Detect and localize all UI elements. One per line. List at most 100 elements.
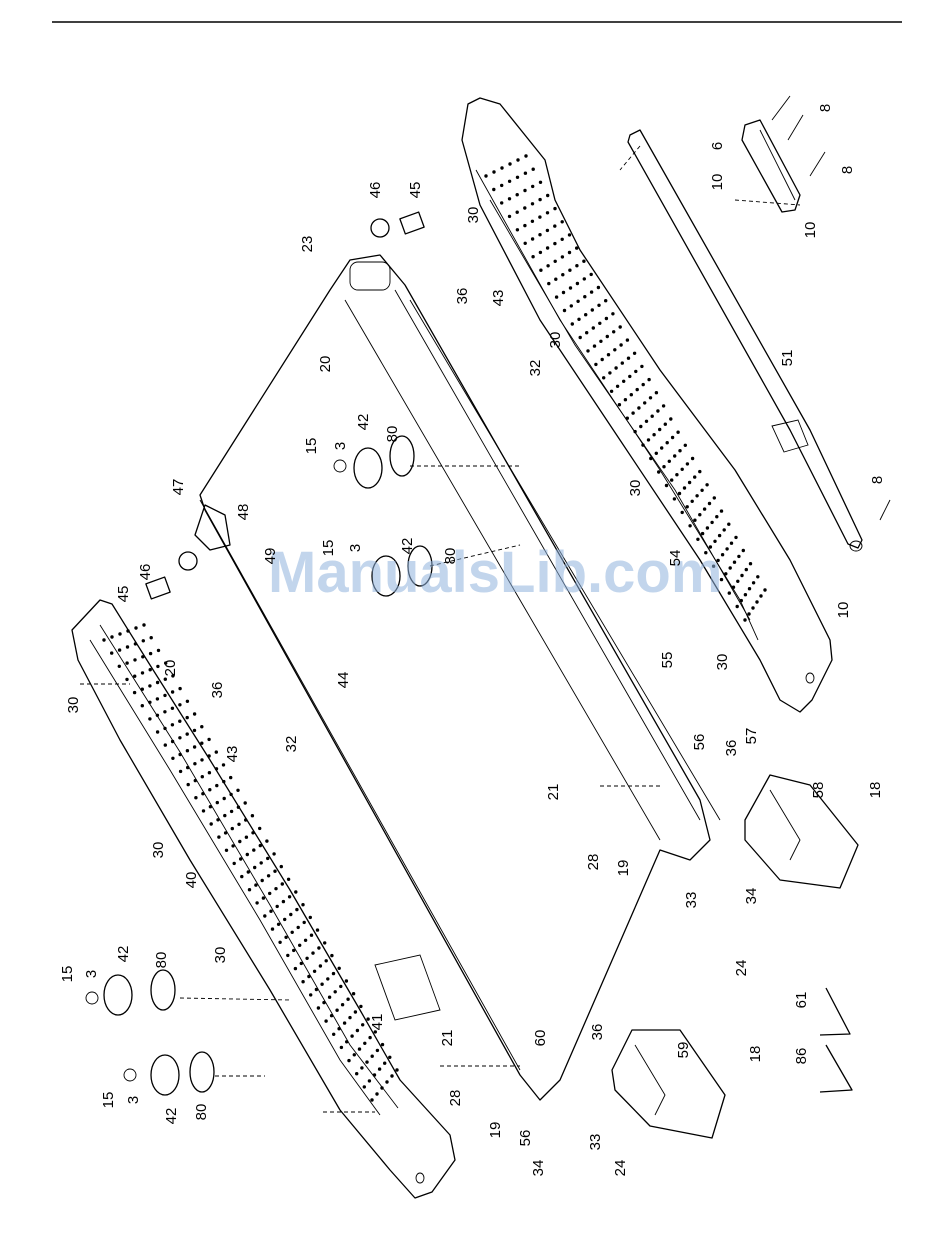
perforation-dot (288, 895, 291, 898)
callout-34: 34 (743, 888, 760, 905)
perforation-dot (720, 509, 723, 512)
perforation-dot (618, 403, 621, 406)
perforation-dot (626, 338, 629, 341)
perforation-dot (193, 762, 196, 765)
perforation-dot (186, 766, 189, 769)
perforation-dot (148, 717, 151, 720)
perforation-dot (655, 391, 658, 394)
callout-23: 23 (299, 236, 316, 253)
perforation-dot (546, 246, 549, 249)
perforation-dot (307, 975, 310, 978)
perforation-dot (348, 1016, 351, 1019)
perforation-dot (563, 309, 566, 312)
perforation-dot (553, 242, 556, 245)
perforation-dot (749, 562, 752, 565)
callout-58: 58 (810, 782, 827, 799)
perforation-dot (355, 1072, 358, 1075)
perforation-dot (701, 532, 704, 535)
perforation-dot (715, 515, 718, 518)
perforation-dot (725, 547, 728, 550)
callout-54: 54 (667, 550, 684, 567)
perforation-dot (126, 629, 129, 632)
perforation-dot (395, 1068, 398, 1071)
perforation-dot (524, 242, 527, 245)
perforation-dot (500, 201, 503, 204)
perforation-dot (133, 691, 136, 694)
perforation-dot (608, 371, 611, 374)
perforation-dot (524, 154, 527, 157)
perforation-dot (630, 393, 633, 396)
perforation-dot (368, 1036, 371, 1039)
perforation-dot (178, 736, 181, 739)
perforation-dot (670, 478, 673, 481)
callout-30: 30 (212, 947, 229, 964)
perforation-dot (200, 725, 203, 728)
perforation-dot (577, 318, 580, 321)
perforation-dot (179, 770, 182, 773)
perforation-dot (710, 521, 713, 524)
perforation-dot (328, 996, 331, 999)
perforation-dot (244, 818, 247, 821)
perforation-dot (612, 330, 615, 333)
perforation-dot (217, 835, 220, 838)
perforation-dot (602, 376, 605, 379)
perforation-dot (263, 914, 266, 917)
perforation-dot (594, 363, 597, 366)
perforation-dot (562, 291, 565, 294)
callout-32: 32 (527, 360, 544, 377)
perforation-dot (681, 468, 684, 471)
callout-80: 80 (193, 1104, 210, 1121)
perforation-dot (660, 446, 663, 449)
perforation-dot (745, 568, 748, 571)
perforation-dot (561, 238, 564, 241)
callout-3: 3 (332, 442, 349, 450)
perforation-dot (271, 927, 274, 930)
perforation-dot (597, 286, 600, 289)
perforation-dot (326, 977, 329, 980)
perforation-dot (373, 1073, 376, 1076)
perforation-dot (546, 211, 549, 214)
callout-10: 10 (835, 602, 852, 619)
perforation-dot (305, 957, 308, 960)
perforation-dot (619, 343, 622, 346)
perforation-dot (356, 1029, 359, 1032)
perforation-dot (370, 1098, 373, 1101)
perforation-dot (604, 299, 607, 302)
perforation-dot (538, 233, 541, 236)
perforation-dot (610, 390, 613, 393)
perforation-dot (261, 879, 264, 882)
perforation-dot (684, 444, 687, 447)
perforation-dot (354, 1010, 357, 1013)
perforation-dot (283, 918, 286, 921)
perforation-dot (324, 1019, 327, 1022)
perforation-dot (546, 194, 549, 197)
perforation-dot (148, 684, 151, 687)
perforation-dot (171, 690, 174, 693)
callout-42: 42 (355, 414, 372, 431)
perforation-dot (583, 295, 586, 298)
perforation-dot (728, 591, 731, 594)
perforation-dot (751, 606, 754, 609)
perforation-dot (500, 166, 503, 169)
perforation-dot (662, 404, 665, 407)
perforation-dot (358, 1047, 361, 1050)
callout-33: 33 (587, 1134, 604, 1151)
perforation-dot (156, 681, 159, 684)
callout-43: 43 (490, 290, 507, 307)
perforation-dot (531, 255, 534, 258)
perforation-dot (378, 1067, 381, 1070)
perforation-dot (317, 1006, 320, 1009)
perforation-dot (346, 998, 349, 1001)
callout-10: 10 (802, 222, 819, 239)
perforation-dot (156, 697, 159, 700)
perforation-dot (583, 277, 586, 280)
perforation-dot (727, 523, 730, 526)
callout-42: 42 (399, 538, 416, 555)
perforation-dot (668, 460, 671, 463)
perforation-dot (628, 375, 631, 378)
perforation-dot (657, 470, 660, 473)
perforation-dot (365, 1060, 368, 1063)
frame-tube-51 (628, 130, 862, 551)
perforation-dot (570, 304, 573, 307)
perforation-dot (284, 936, 287, 939)
